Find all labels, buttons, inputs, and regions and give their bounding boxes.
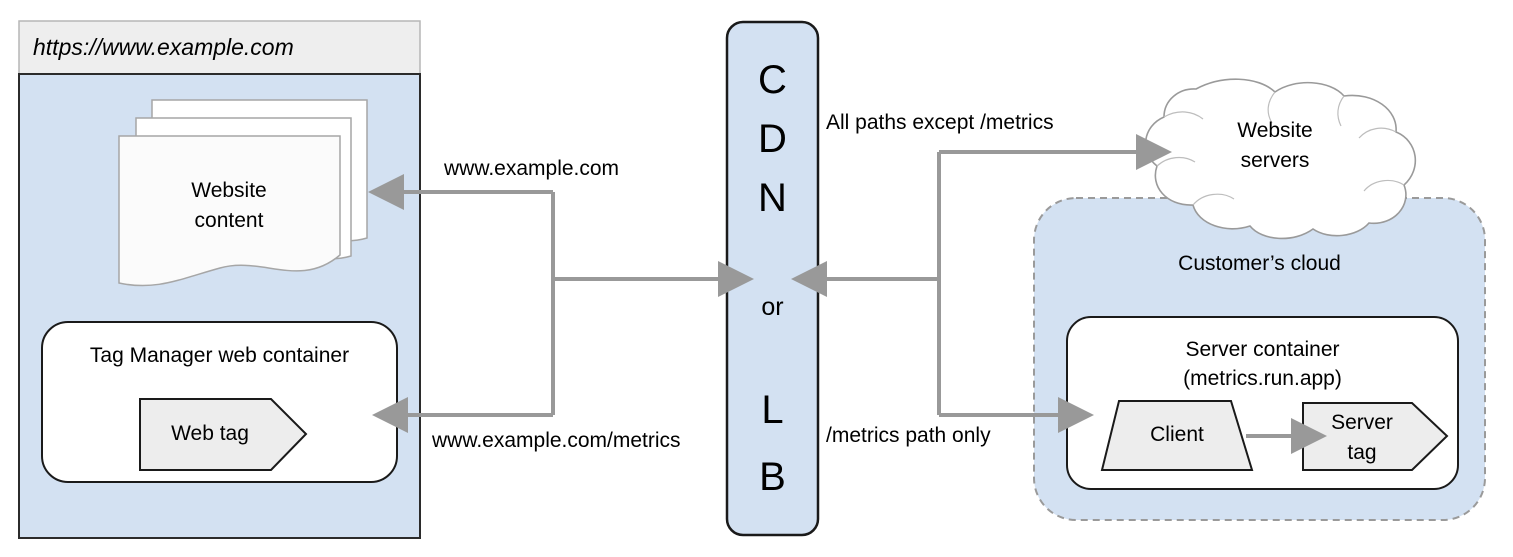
tag-manager-web-container-shape — [41, 321, 398, 483]
server-tag-label-line2: tag — [1347, 441, 1377, 464]
server-container-shape — [1066, 316, 1459, 490]
arrow-label-all-paths-except-metrics: All paths except /metrics — [826, 111, 1054, 134]
web-container-title: Tag Manager web container — [89, 344, 350, 367]
browser-url-text: https://www.example.com — [33, 34, 294, 60]
website-content-label-line2: content — [194, 209, 264, 232]
server-tag-pentagon — [1302, 402, 1449, 471]
cdn-letter-n: N — [758, 176, 787, 220]
connector-cdn-to-backends — [791, 134, 1172, 433]
browser-url-bar[interactable] — [18, 20, 421, 75]
cdn-or-label: or — [761, 293, 784, 321]
lb-letter-l: L — [761, 388, 784, 432]
website-servers-label-line2: servers — [1240, 149, 1310, 172]
server-container-title-line1: Server container — [1185, 338, 1340, 361]
cdn-letter-d: D — [758, 117, 787, 161]
client-trapezoid — [1100, 400, 1254, 471]
web-tag-label: Web tag — [171, 422, 249, 445]
server-tag-label-line1: Server — [1331, 411, 1393, 434]
connector-browser-to-cdn — [368, 174, 754, 433]
web-tag-pentagon — [139, 398, 308, 471]
arrow-label-www-example-com-metrics: www.example.com/metrics — [432, 429, 681, 452]
document-sheet-front — [118, 135, 341, 287]
customers-cloud-title: Customer’s cloud — [1178, 252, 1341, 275]
website-content-label-line1: Website — [191, 179, 267, 202]
website-content-doc-stack — [118, 99, 368, 287]
cdn-letter-c: C — [758, 58, 787, 102]
arrow-label-www-example-com: www.example.com — [444, 157, 620, 180]
server-container-title-line2: (metrics.run.app) — [1183, 367, 1342, 390]
client-label: Client — [1150, 423, 1204, 446]
arrow-label-metrics-path-only: /metrics path only — [826, 424, 991, 447]
lb-letter-b: B — [759, 455, 786, 499]
website-servers-label-line1: Website — [1237, 119, 1313, 142]
